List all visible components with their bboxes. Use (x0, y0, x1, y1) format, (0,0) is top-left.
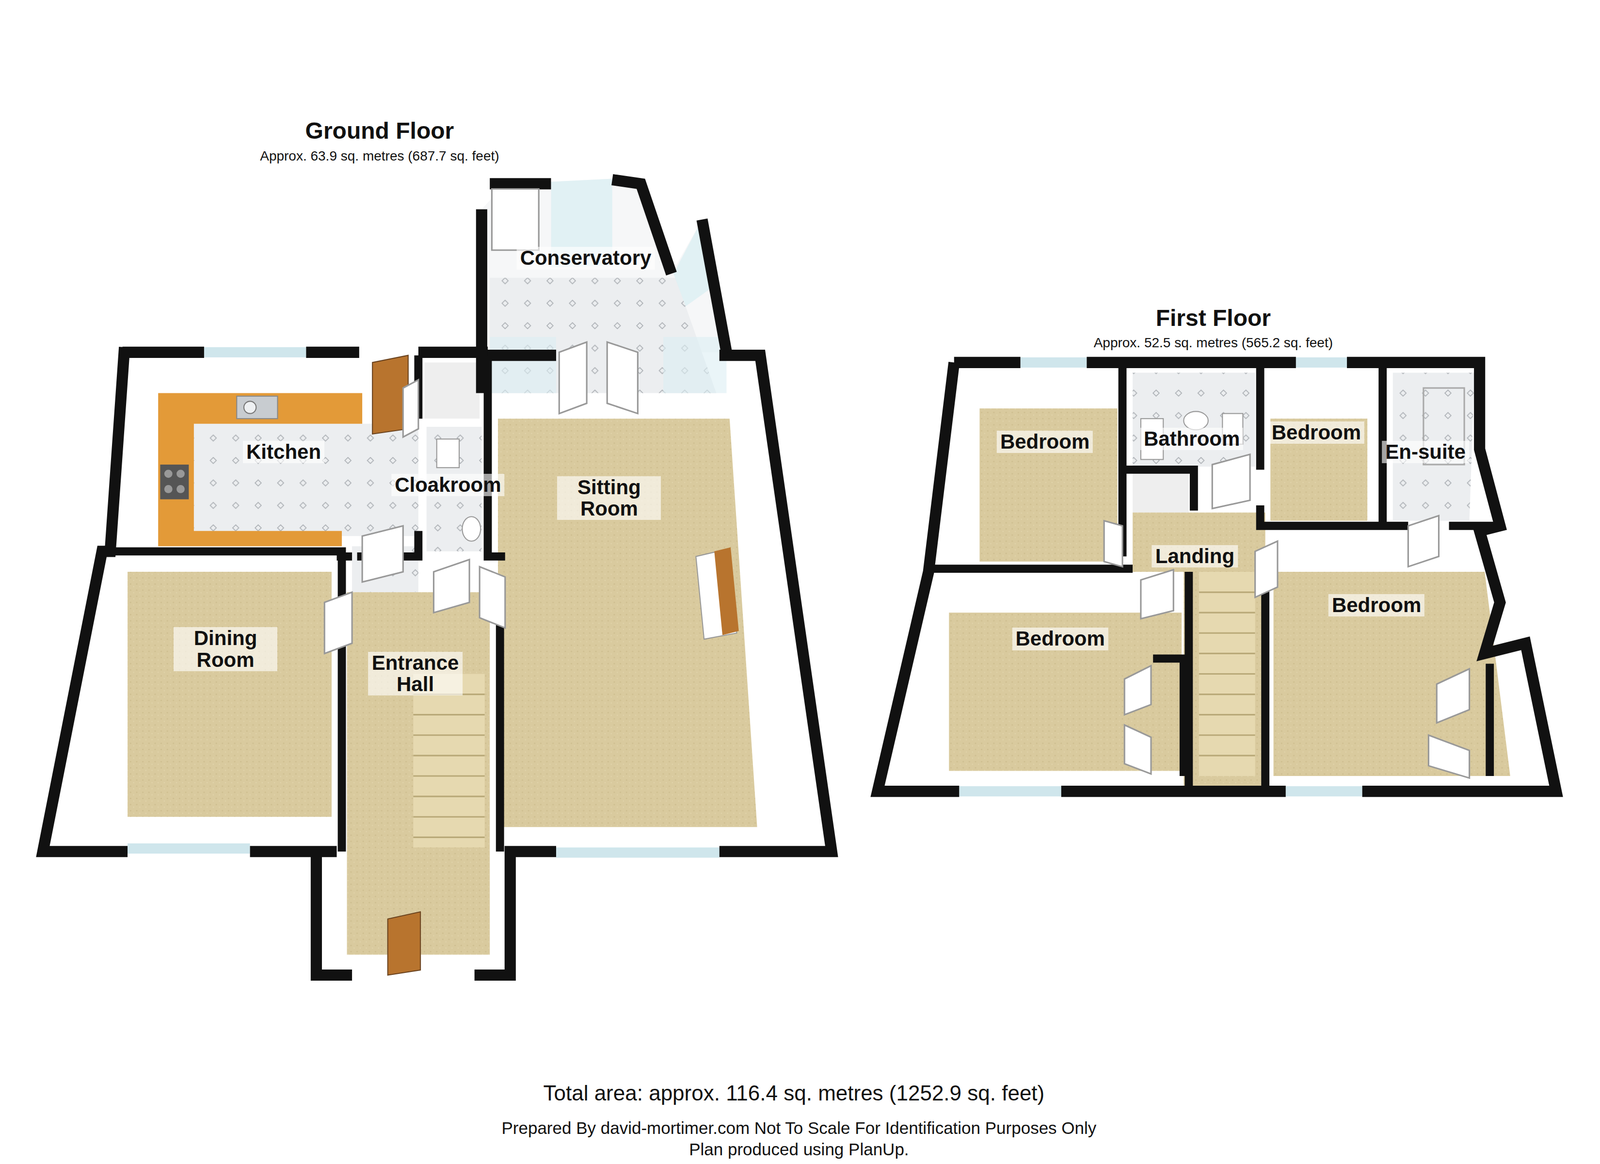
ground-floor-drawing (42, 178, 832, 975)
room-area: En-suite (1370, 362, 1483, 526)
room-label: Kitchen (242, 440, 325, 464)
room-area: Dining Room (46, 550, 337, 852)
room-area: Bathroom (1122, 362, 1261, 470)
room-label: Landing (1152, 544, 1238, 568)
floor-heading: First Floor (1155, 304, 1271, 331)
room-label: Sitting Room (557, 476, 661, 520)
floor-area: Approx. 52.5 sq. metres (565.2 sq. feet) (1093, 335, 1333, 351)
room-label: Bedroom (996, 430, 1093, 453)
floor-plan: First FloorApprox. 52.5 sq. metres (565.… (867, 295, 1562, 796)
room-area: Bedroom (1265, 525, 1557, 791)
room-label: Conservatory (516, 246, 656, 270)
room-area: Bedroom (928, 362, 1128, 567)
room-label: Bedroom (1011, 627, 1108, 650)
floor-area: Approx. 63.9 sq. metres (687.7 sq. feet) (259, 148, 499, 164)
floor-plan: Ground FloorApprox. 63.9 sq. metres (687… (40, 107, 837, 980)
room-label: Cloakroom (391, 473, 505, 496)
room-area: Sitting Room (487, 352, 830, 852)
room-area: Landing (1127, 469, 1266, 786)
room-area: Bedroom (1260, 362, 1383, 526)
room-area: Bedroom (877, 566, 1194, 791)
room-label: Dining Room (173, 626, 278, 671)
room-label: Entrance Hall (368, 651, 464, 696)
first-floor-drawing (877, 357, 1557, 797)
room-area: Cloakroom (383, 418, 514, 552)
room-area: Conservatory (479, 181, 727, 394)
total-area: Total area: approx. 116.4 sq. metres (12… (543, 1080, 1045, 1105)
room-label: En-suite (1381, 440, 1470, 464)
room-area: Kitchen (112, 352, 424, 551)
room-label: Bedroom (1328, 593, 1425, 617)
footer-note: Prepared By david-mortimer.com Not To Sc… (501, 1118, 1097, 1138)
room-area: Entrance Hall (316, 550, 511, 975)
floor-heading: Ground Floor (305, 117, 455, 144)
room-label: Bedroom (1268, 421, 1365, 444)
footer-note: Plan produced using PlanUp. (688, 1139, 909, 1159)
room-label: Bathroom (1140, 427, 1244, 450)
